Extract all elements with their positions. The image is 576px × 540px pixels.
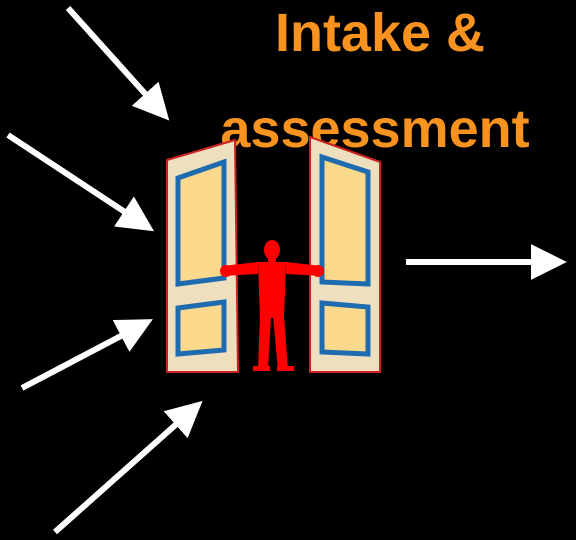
right-door — [310, 137, 380, 372]
left-door — [167, 140, 238, 372]
incoming-arrow-icon-1 — [68, 8, 158, 108]
incoming-arrow-icon-2 — [8, 135, 140, 222]
incoming-arrow-icon-4 — [55, 412, 190, 532]
incoming-arrow-icon-3 — [22, 327, 138, 388]
